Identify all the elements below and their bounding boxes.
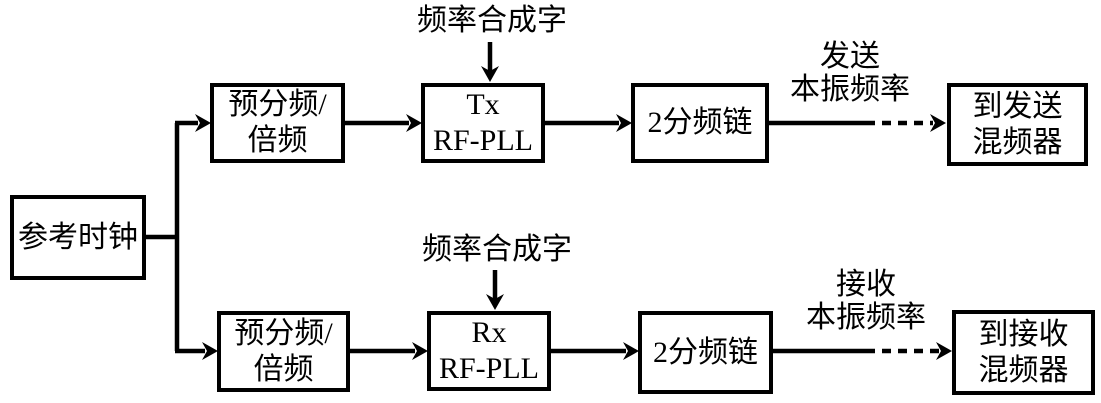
- node-tx-rf-pll: Tx RF-PLL: [421, 83, 545, 163]
- node-reference-clock-label: 参考时钟: [18, 220, 138, 254]
- node-tx-rf-pll-line1: Tx: [466, 88, 500, 121]
- node-rx-prescaler-line1: 预分频/: [234, 316, 333, 350]
- arrowhead-rx-synthword: [486, 294, 504, 310]
- label-rx-lo-frequency: 接收 本振频率: [804, 268, 928, 334]
- arrowhead-rx-mixer: [936, 342, 952, 360]
- label-rx-lo-frequency-line1: 接收: [836, 268, 896, 301]
- node-rx-mixer-line2: 混频器: [978, 353, 1069, 387]
- node-tx-prescaler: 预分频/ 倍频: [210, 83, 345, 163]
- node-reference-clock: 参考时钟: [10, 195, 146, 280]
- label-tx-lo-frequency-line1: 发送: [820, 40, 880, 73]
- node-rx-prescaler: 预分频/ 倍频: [217, 311, 350, 392]
- node-rx-div2-chain-label: 2分频链: [653, 335, 758, 369]
- node-tx-mixer-line1: 到发送: [972, 89, 1063, 123]
- label-tx-synth-word: 频率合成字: [417, 4, 567, 37]
- node-tx-mixer-line2: 混频器: [972, 125, 1063, 159]
- node-rx-mixer-line1: 到接收: [978, 317, 1069, 351]
- node-tx-div2-chain-label: 2分频链: [647, 106, 753, 139]
- arrowhead-tx-synthword: [481, 66, 499, 82]
- node-rx-rf-pll-line2: RF-PLL: [438, 352, 540, 385]
- node-tx-prescaler-line2: 倍频: [247, 124, 308, 157]
- node-rx-rf-pll-line1: Rx: [471, 316, 507, 349]
- arrowhead-tx-mixer: [930, 114, 946, 132]
- node-rx-mixer: 到接收 混频器: [952, 310, 1095, 395]
- arrowhead-tx-divider: [616, 114, 632, 132]
- node-rx-rf-pll: Rx RF-PLL: [427, 311, 551, 391]
- node-rx-div2-chain: 2分频链: [638, 311, 773, 394]
- label-rx-lo-frequency-line2: 本振频率: [806, 301, 926, 334]
- node-tx-div2-chain: 2分频链: [631, 83, 769, 163]
- label-tx-lo-frequency-line2: 本振频率: [790, 73, 910, 106]
- arrowhead-tx-pll: [406, 114, 422, 132]
- arrowhead-tx-prescaler: [195, 114, 211, 132]
- arrowhead-rx-prescaler: [202, 342, 218, 360]
- label-rx-synth-word: 频率合成字: [422, 233, 572, 266]
- node-tx-rf-pll-line2: RF-PLL: [432, 124, 534, 157]
- node-tx-prescaler-line1: 预分频/: [228, 88, 327, 121]
- node-rx-prescaler-line2: 倍频: [253, 352, 314, 386]
- label-tx-lo-frequency: 发送 本振频率: [788, 40, 912, 106]
- node-tx-mixer: 到发送 混频器: [947, 83, 1088, 166]
- arrowhead-rx-divider: [623, 342, 639, 360]
- arrowhead-rx-pll: [412, 342, 428, 360]
